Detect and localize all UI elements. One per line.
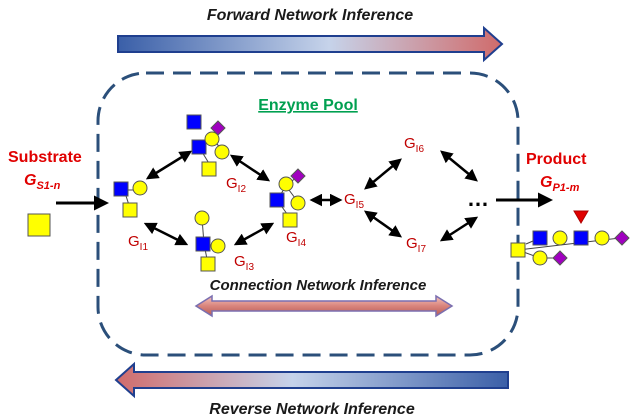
node-label-i6: GI6 [404,135,424,155]
reverse-arrow [114,361,509,399]
node-label-i1: GI1 [128,233,148,253]
edge-i6-out [440,150,478,182]
glycan-i3 [194,210,226,272]
node-label-i1-main: G [128,233,140,250]
ellipsis: … [467,186,489,211]
node-label-i4-main: G [286,229,298,246]
product-symbol: GP1-m [540,174,580,194]
glycan-i2 [186,114,230,177]
node-label-i7: GI7 [406,235,426,255]
node-label-i2-sub: I2 [238,184,247,195]
product-title: Product [526,151,587,168]
glycan-i1 [113,180,148,218]
node-label-i2: GI2 [226,175,246,195]
node-label-i3-sub: I3 [246,262,255,273]
edge-i1-i2 [145,150,193,180]
edge-i2-i4 [229,154,271,182]
product-symbol-main: G [540,174,552,191]
network-edges [143,150,479,246]
substrate-glycan-square [27,213,51,237]
node-label-i7-sub: I7 [418,244,427,255]
node-label-i5-main: G [344,191,356,208]
reverse-label: Reverse Network Inference [209,401,415,418]
glycan-product [510,210,630,266]
forward-label: Forward Network Inference [207,7,413,24]
node-label-i4: GI4 [286,229,306,249]
edge-i1-i3 [143,222,189,246]
edge-i7-out [439,216,479,242]
node-label-i3: GI3 [234,253,254,273]
enzyme-pool-box [96,71,520,357]
edge-i5-i7 [363,210,403,238]
forward-arrow [117,25,504,63]
node-label-i3-main: G [234,253,246,270]
node-label-i7-main: G [406,235,418,252]
substrate-symbol-main: G [24,172,36,189]
node-label-i6-sub: I6 [416,144,425,155]
glycan-i4 [269,168,306,228]
node-label-i6-main: G [404,135,416,152]
substrate-symbol-sub: S1-n [36,180,60,192]
node-label-i5-sub: I5 [356,200,365,211]
node-label-i1-sub: I1 [140,242,149,253]
node-label-i4-sub: I4 [298,238,307,249]
edge-i5-i6 [364,158,402,190]
connection-arrow [194,294,454,318]
enzyme-pool-title: Enzyme Pool [258,97,358,114]
node-label-i5: GI5 [344,191,364,211]
connection-label: Connection Network Inference [210,277,427,294]
edge-i3-i4 [233,222,275,246]
substrate-symbol: GS1-n [24,172,61,192]
node-label-i2-main: G [226,175,238,192]
product-symbol-sub: P1-m [552,182,579,194]
substrate-title: Substrate [8,149,82,166]
